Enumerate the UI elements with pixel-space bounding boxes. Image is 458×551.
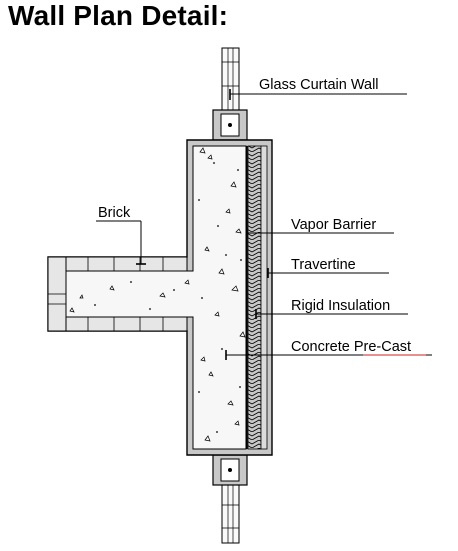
travertine-layer — [260, 145, 268, 450]
leader-vapor-barrier — [246, 228, 394, 238]
leader-glass-curtain-wall — [229, 89, 407, 100]
leader-rigid-insulation — [255, 309, 408, 319]
label-brick: Brick — [98, 205, 131, 221]
rigid-insulation-layer — [247, 145, 262, 450]
glass-curtain-wall-bottom — [221, 484, 240, 544]
glass-curtain-wall-top — [221, 47, 240, 111]
concrete-core — [65, 145, 247, 450]
mullion-top — [212, 109, 248, 141]
label-concrete-precast: Concrete Pre-Cast — [291, 339, 411, 355]
label-vapor-barrier: Vapor Barrier — [291, 217, 376, 233]
label-glass-curtain-wall: Glass Curtain Wall — [259, 77, 379, 93]
brick-course-top — [65, 256, 188, 272]
leader-travertine — [267, 268, 389, 278]
label-travertine: Travertine — [291, 257, 356, 273]
brick-course-bottom — [65, 316, 188, 332]
mullion-bottom — [212, 454, 248, 486]
label-rigid-insulation: Rigid Insulation — [291, 298, 390, 314]
leader-brick — [96, 220, 146, 265]
concrete-aggregate — [69, 147, 246, 442]
page-title: Wall Plan Detail: — [8, 0, 229, 31]
